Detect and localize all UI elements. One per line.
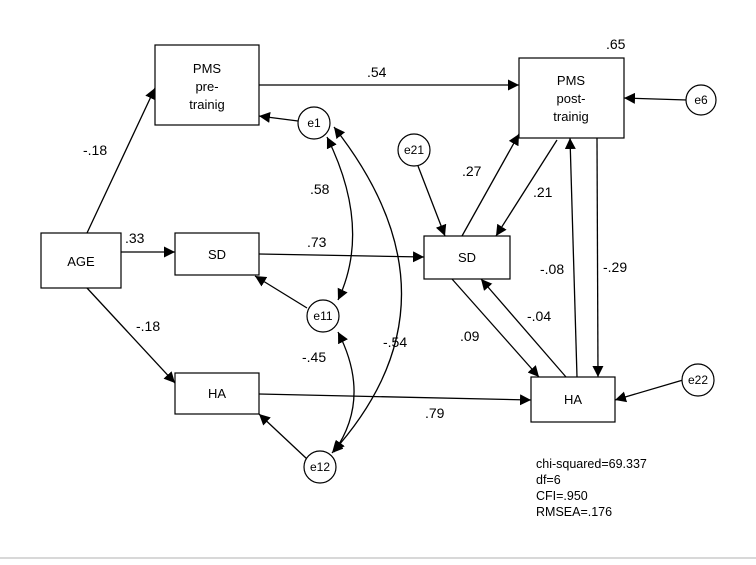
path-sd-to-ha	[451, 278, 540, 378]
node-pms-pre-line3: trainig	[189, 97, 224, 112]
path-sd-to-pms-post	[461, 133, 520, 237]
coef-pms-post-sd: .21	[533, 184, 553, 200]
path-ha-to-ha	[258, 393, 532, 406]
path-pms-post-to-ha	[592, 137, 604, 378]
error-e6: e6	[685, 84, 717, 116]
coef-e1-e11: .58	[310, 181, 330, 197]
node-pms-post-line3: trainig	[553, 109, 588, 124]
error-e12: e12	[303, 450, 337, 484]
node-pms-post: PMS post- trainig	[518, 57, 625, 139]
fit-stat-rmsea: RMSEA=.176	[536, 505, 612, 519]
error-e6-label: e6	[694, 93, 708, 107]
coef-age-pms-pre: -.18	[83, 142, 107, 158]
node-ha-left-label: HA	[208, 386, 226, 401]
path-e6-to-pms-post	[623, 92, 688, 104]
error-e11-label: e11	[313, 309, 332, 323]
node-age-label: AGE	[67, 254, 95, 269]
error-e11: e11	[306, 299, 340, 333]
coef-e1-e12: -.54	[383, 334, 407, 350]
error-e1-label: e1	[307, 116, 321, 130]
node-ha-right: HA	[530, 376, 616, 423]
coef-sd-pms-post: .27	[462, 163, 482, 179]
covariance-e1-e12	[331, 126, 403, 454]
node-pms-post-line2: post-	[557, 91, 586, 106]
error-e12-label: e12	[310, 460, 330, 474]
coef-e11-e12: -.45	[302, 349, 326, 365]
coef-ha-pms-post: -.08	[540, 261, 564, 277]
coef-pms-post-ha: -.29	[603, 259, 627, 275]
path-pms-post-to-sd	[495, 139, 558, 237]
path-sd-to-sd	[258, 251, 425, 263]
node-pms-pre: PMS pre- trainig	[154, 44, 260, 126]
coef-ha-sd: -.04	[527, 308, 551, 324]
node-ha-right-label: HA	[564, 392, 582, 407]
coef-sd-sd: .73	[307, 234, 327, 250]
path-e12-to-ha	[258, 413, 308, 460]
node-ha-left: HA	[174, 372, 260, 415]
node-sd-left-label: SD	[208, 247, 226, 262]
node-pms-pre-line2: pre-	[195, 79, 218, 94]
node-age: AGE	[40, 232, 122, 289]
r-squared-pms-post: .65	[606, 36, 626, 52]
coef-age-sd: .33	[125, 230, 145, 246]
error-e22-label: e22	[688, 373, 708, 387]
fit-stat-chi-squared: chi-squared=69.337	[536, 457, 647, 471]
covariance-e1-e11	[326, 136, 354, 301]
node-sd-right: SD	[423, 235, 511, 280]
path-e22-to-ha	[614, 379, 684, 403]
coef-age-ha: -.18	[136, 318, 160, 334]
path-e21-to-sd	[417, 165, 447, 237]
coef-sd-ha: .09	[460, 328, 480, 344]
bottom-divider	[0, 557, 756, 559]
error-e1: e1	[297, 106, 331, 140]
node-sd-left: SD	[174, 232, 260, 276]
error-e21: e21	[397, 133, 431, 167]
coef-ha-ha: .79	[425, 405, 445, 421]
path-ha-to-pms-post	[564, 137, 578, 378]
path-ha-to-sd	[480, 278, 567, 378]
fit-stat-cfi: CFI=.950	[536, 489, 588, 503]
node-sd-right-label: SD	[458, 250, 476, 265]
node-pms-pre-line1: PMS	[193, 61, 222, 76]
covariance-e11-e12	[333, 331, 355, 453]
error-e22: e22	[681, 363, 715, 397]
path-age-to-ha	[86, 287, 176, 384]
path-e11-to-sd	[254, 275, 308, 309]
fit-stat-df: df=6	[536, 473, 561, 487]
error-e21-label: e21	[404, 143, 424, 157]
node-pms-post-line1: PMS	[557, 73, 586, 88]
path-e1-to-pms-pre	[258, 111, 299, 123]
fit-statistics: chi-squared=69.337 df=6 CFI=.950 RMSEA=.…	[536, 457, 647, 519]
coef-pms-pre-pms-post: .54	[367, 64, 387, 80]
path-age-to-pms-pre	[86, 87, 156, 234]
